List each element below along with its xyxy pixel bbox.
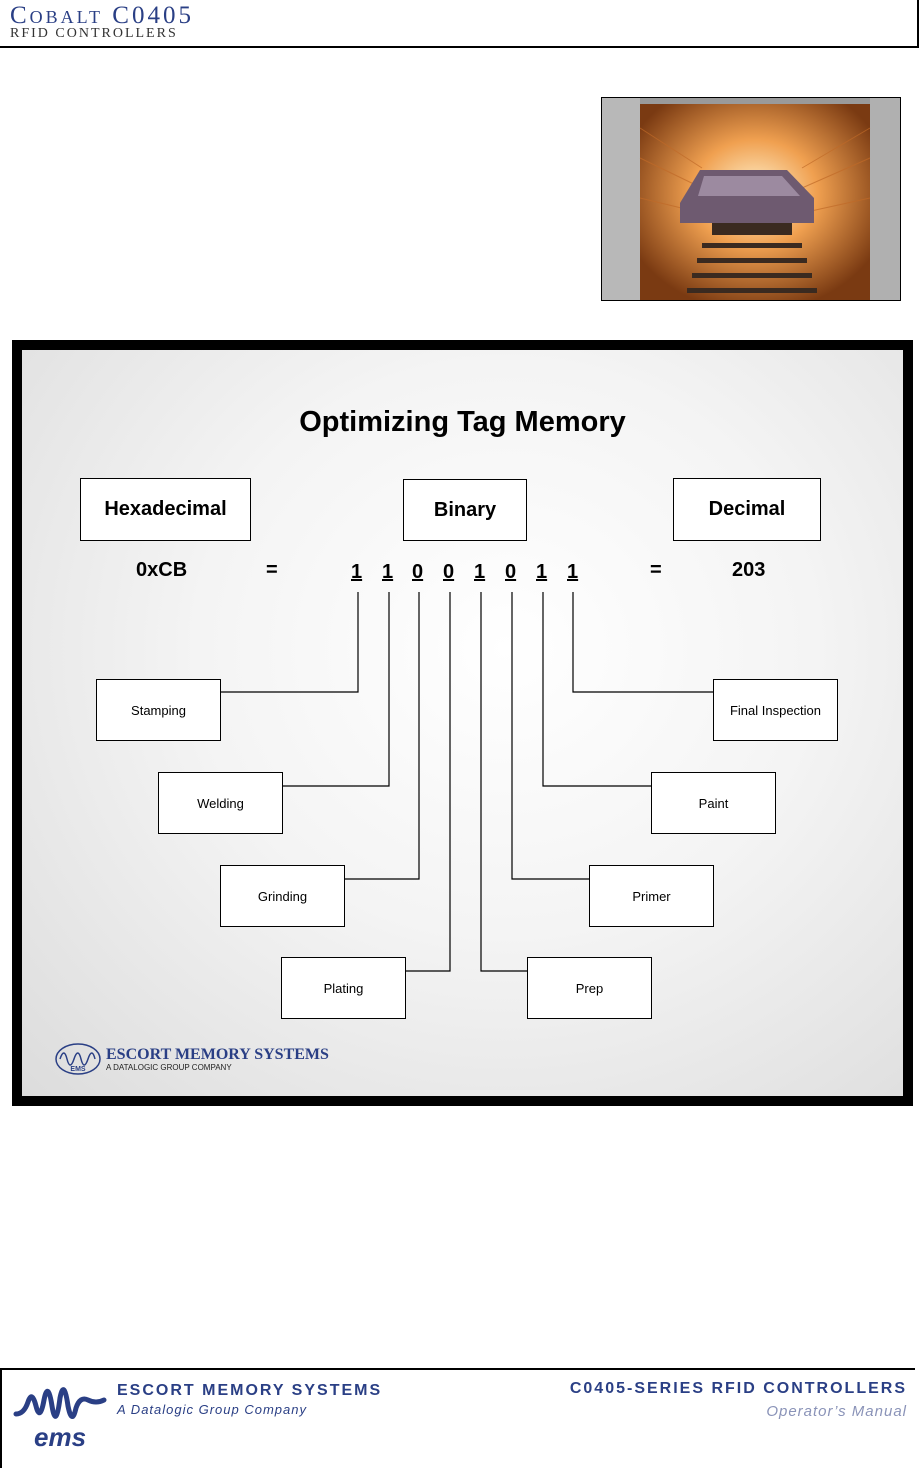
page-header: Cobalt C0405 RFID CONTROLLERS [0, 0, 919, 48]
brand-subtitle: RFID CONTROLLERS [10, 26, 178, 41]
decimal-header: Decimal [673, 478, 821, 541]
footer-company-name: ESCORT MEMORY SYSTEMS [117, 1382, 383, 1399]
slide-logo-name: ESCORT MEMORY SYSTEMS [106, 1046, 329, 1063]
hex-value: 0xCB [136, 559, 188, 581]
slide-company-logo: EMS ESCORT MEMORY SYSTEMS A DATALOGIC GR… [54, 1042, 374, 1082]
slide: Optimizing Tag Memory Hexadecimal Binary… [22, 350, 903, 1096]
process-box-welding: Welding [158, 772, 283, 834]
binary-header: Binary [403, 479, 527, 541]
equals-sign: = [266, 559, 278, 581]
paint-booth-photo [601, 97, 901, 301]
footer-manual-title: Operator’s Manual [766, 1403, 907, 1420]
connector-lines [220, 592, 713, 972]
brand-title: Cobalt C0405 [10, 2, 194, 29]
ems-footer-logo-icon: ems [13, 1387, 107, 1452]
process-box-prep: Prep [527, 957, 652, 1019]
process-box-final-inspection: Final Inspection [713, 679, 838, 741]
ems-wave-icon: EMS [55, 1043, 101, 1075]
binary-bit: 0 [443, 561, 455, 583]
equals-sign: = [650, 559, 662, 581]
decimal-value: 203 [732, 559, 766, 581]
footer-series-title: C0405-SERIES RFID CONTROLLERS [569, 1380, 907, 1397]
binary-bit: 1 [536, 561, 548, 583]
slide-logo-tagline: A DATALOGIC GROUP COMPANY [106, 1063, 232, 1072]
hexadecimal-header: Hexadecimal [80, 478, 251, 541]
binary-bit: 0 [505, 561, 517, 583]
process-box-grinding: Grinding [220, 865, 345, 927]
slide-title: Optimizing Tag Memory [299, 406, 626, 438]
binary-bit: 1 [567, 561, 579, 583]
binary-bit: 1 [351, 561, 363, 583]
process-box-primer: Primer [589, 865, 714, 927]
footer-logo-text: ems [34, 1422, 86, 1452]
page-footer: ems ESCORT MEMORY SYSTEMS A Datalogic Gr… [0, 1368, 915, 1468]
process-box-stamping: Stamping [96, 679, 221, 741]
slide-frame: Optimizing Tag Memory Hexadecimal Binary… [12, 340, 913, 1106]
binary-bit: 1 [382, 561, 394, 583]
binary-bit: 1 [474, 561, 486, 583]
ems-mark-text: EMS [70, 1066, 86, 1073]
process-box-paint: Paint [651, 772, 776, 834]
process-box-plating: Plating [281, 957, 406, 1019]
binary-bit: 0 [412, 561, 424, 583]
footer-company-subtitle: A Datalogic Group Company [117, 1402, 307, 1417]
